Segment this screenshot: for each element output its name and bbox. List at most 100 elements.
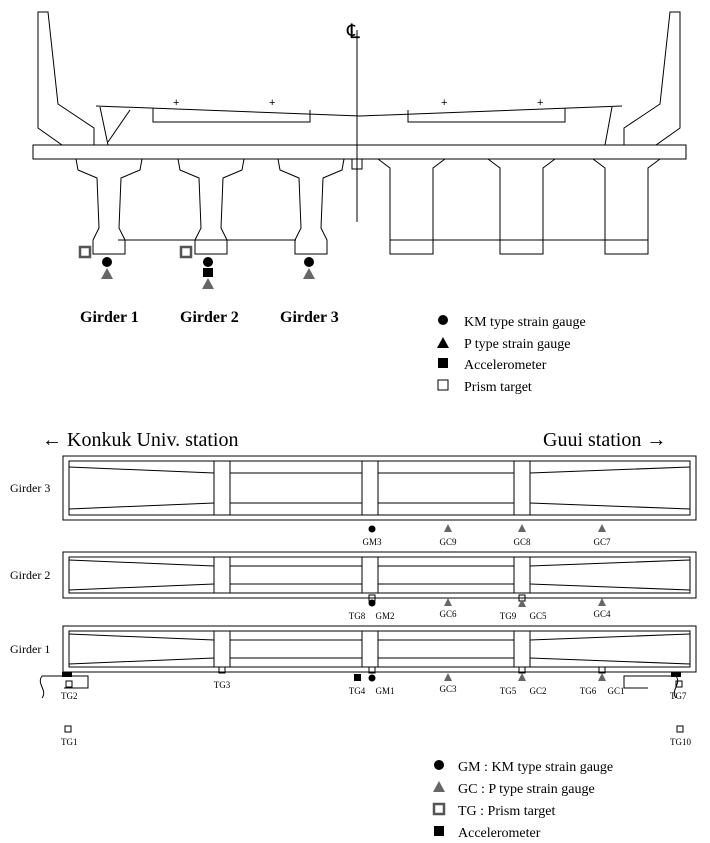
prism-target-icon bbox=[432, 802, 446, 816]
gauge-label: GC5 bbox=[529, 611, 547, 621]
p-gauge-icon bbox=[444, 598, 452, 606]
haunch-lines bbox=[68, 559, 691, 591]
gauge-label: GC7 bbox=[593, 537, 611, 547]
diaphragm bbox=[361, 630, 379, 668]
diaphragm bbox=[513, 630, 531, 668]
prism-target-icon bbox=[675, 680, 683, 688]
haunch-lines bbox=[68, 633, 691, 665]
gauge-label: GC4 bbox=[593, 609, 611, 619]
diaphragm bbox=[213, 556, 231, 594]
gauge-label: TG3 bbox=[214, 680, 231, 690]
prism-target-icon bbox=[437, 379, 449, 391]
plan-legend-acc: Accelerometer bbox=[458, 826, 541, 841]
section-legend: KM type strain gauge P type strain gauge… bbox=[437, 315, 586, 395]
p-gauge-icon bbox=[518, 673, 526, 681]
gauge-label: GM2 bbox=[375, 611, 394, 621]
p-gauge-icon bbox=[598, 598, 606, 606]
box-girder bbox=[377, 158, 446, 255]
prism-target-icon bbox=[179, 245, 193, 259]
diaphragm bbox=[213, 630, 231, 668]
left-direction: ← Konkuk Univ. station bbox=[42, 429, 238, 451]
legend-accelerometer: Accelerometer bbox=[464, 358, 547, 373]
girder-outline bbox=[62, 551, 697, 599]
tg2-label: TG2 bbox=[61, 691, 78, 701]
web-lines bbox=[230, 565, 514, 585]
gauge-label: GC8 bbox=[513, 537, 531, 547]
girder-inner bbox=[68, 460, 691, 516]
accelerometer-icon bbox=[203, 268, 213, 277]
diaphragm bbox=[213, 460, 231, 516]
diaphragm bbox=[361, 556, 379, 594]
psc-girders bbox=[75, 158, 345, 255]
gauge-label: GM3 bbox=[362, 537, 382, 547]
psc-girder bbox=[177, 158, 245, 255]
gauge-label: TG5 bbox=[500, 686, 517, 696]
prism-target-icon bbox=[65, 680, 73, 688]
diaphragm bbox=[513, 556, 531, 594]
prism-target-icon bbox=[64, 725, 72, 733]
plan-legend-gm: GM : KM type strain gauge bbox=[458, 760, 613, 775]
plan-legend: GM : KM type strain gauge GC : P type st… bbox=[432, 760, 613, 841]
p-gauge-icon bbox=[518, 524, 526, 532]
p-gauge-icon bbox=[598, 524, 606, 532]
svg-text:+: + bbox=[441, 97, 447, 109]
accelerometer-icon bbox=[434, 826, 444, 836]
box-girders bbox=[377, 158, 661, 255]
gauge-label: TG6 bbox=[580, 686, 597, 696]
plan-legend-tg: TG : Prism target bbox=[458, 804, 555, 819]
right-direction: Guui station → bbox=[543, 429, 666, 451]
row-label: Girder 3 bbox=[10, 481, 50, 495]
girder-3-label: Girder 3 bbox=[280, 309, 339, 326]
psc-girder bbox=[277, 158, 345, 255]
prism-target-icon bbox=[78, 245, 92, 259]
p-gauge-icon bbox=[437, 337, 449, 348]
svg-text:+: + bbox=[537, 97, 543, 109]
tg1-label: TG1 bbox=[61, 737, 78, 747]
gauge-label: GC9 bbox=[439, 537, 457, 547]
gauge-label: TG9 bbox=[500, 611, 517, 621]
plus-marks: + + + + bbox=[173, 97, 543, 109]
tg7-label: TG7 bbox=[670, 691, 687, 701]
accelerometer-icon bbox=[62, 672, 72, 677]
center-bearing bbox=[351, 158, 363, 170]
p-gauge-icon bbox=[444, 673, 452, 681]
girder-1-label: Girder 1 bbox=[80, 309, 139, 326]
accelerometer-icon bbox=[438, 358, 448, 368]
gauge-label: GC6 bbox=[439, 609, 457, 619]
gauge-label: GC1 bbox=[607, 686, 624, 696]
p-gauge-icon bbox=[303, 268, 315, 279]
web-lines bbox=[230, 472, 514, 504]
gauge-label: TG8 bbox=[349, 611, 366, 621]
accelerometer-icon bbox=[671, 672, 681, 677]
girder-inner bbox=[68, 630, 691, 668]
plan-legend-gc: GC : P type strain gauge bbox=[458, 782, 595, 797]
centerline-symbol: ℄ bbox=[346, 21, 360, 43]
legend-km: KM type strain gauge bbox=[464, 315, 586, 330]
svg-text:+: + bbox=[173, 97, 179, 109]
girder-outline bbox=[62, 625, 697, 673]
km-gauge-icon bbox=[434, 760, 444, 770]
km-gauge-icon bbox=[438, 315, 448, 325]
plan-girder-row: Girder 1 bbox=[10, 625, 697, 673]
row-label: Girder 2 bbox=[10, 568, 50, 582]
girder-inner bbox=[68, 556, 691, 594]
diaphragm bbox=[513, 460, 531, 516]
haunch-lines bbox=[68, 466, 691, 510]
legend-p: P type strain gauge bbox=[464, 337, 570, 352]
km-gauge-icon bbox=[304, 257, 314, 267]
p-gauge-icon bbox=[598, 673, 606, 681]
prism-target-icon bbox=[368, 666, 376, 674]
box-girder bbox=[487, 158, 556, 255]
psc-girder bbox=[75, 158, 143, 255]
legend-prism: Prism target bbox=[464, 380, 532, 395]
plan-girder-row: Girder 2 bbox=[10, 551, 697, 599]
gauge-label: GC2 bbox=[529, 686, 546, 696]
girder-2-label: Girder 2 bbox=[180, 309, 239, 326]
svg-text:+: + bbox=[269, 97, 275, 109]
km-gauge-icon bbox=[203, 257, 213, 267]
diaphragm bbox=[361, 460, 379, 516]
box-girder bbox=[592, 158, 661, 255]
girder-outline bbox=[62, 455, 697, 521]
gauge-label: GM1 bbox=[375, 686, 394, 696]
